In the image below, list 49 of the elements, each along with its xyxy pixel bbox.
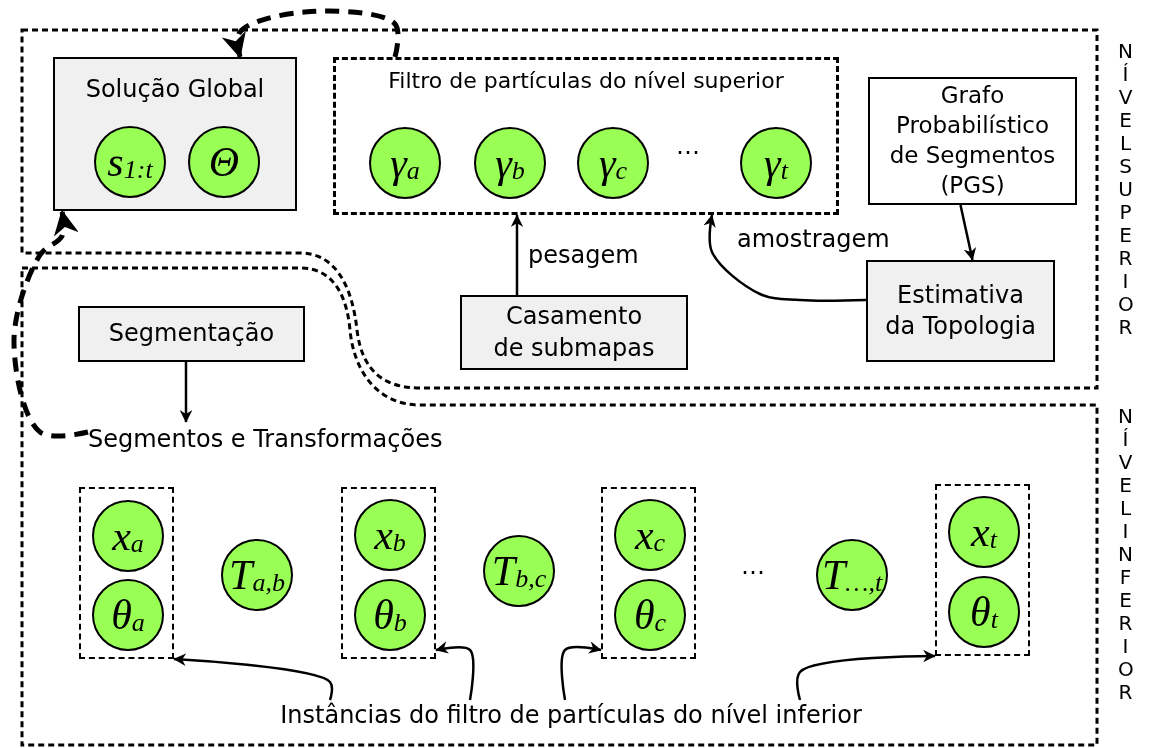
dashed-group-box bbox=[341, 487, 436, 659]
dashed-group-box bbox=[601, 487, 696, 659]
box-label: Estimativa da Topologia bbox=[884, 279, 1037, 342]
variable-circle: s$_{1:t}$ bbox=[94, 126, 166, 198]
process-box bbox=[460, 295, 688, 370]
variable-circle: θ$_{b}$ bbox=[354, 579, 426, 651]
dashed-group-box bbox=[333, 57, 839, 215]
box-label: Grafo Probabilístico de Segmentos (PGS) bbox=[888, 81, 1057, 200]
ellipsis-text: ⋯ bbox=[676, 140, 700, 164]
caption-text: Instâncias do filtro de partículas do nível inferior bbox=[236, 700, 906, 730]
arrow bbox=[435, 641, 475, 701]
process-box bbox=[868, 77, 1077, 205]
ellipsis-text: ⋯ bbox=[741, 560, 765, 584]
vertical-label: NÍVEL INFERIOR bbox=[1118, 405, 1133, 704]
variable-circle: T$_{b,c}$ bbox=[483, 535, 555, 607]
variable-circle: γ$_{t}$ bbox=[740, 127, 812, 199]
variable-circle: Θ bbox=[188, 126, 260, 198]
variable-circle: γ$_{a}$ bbox=[369, 127, 441, 199]
group-title: Filtro de partículas do nível superior bbox=[387, 68, 785, 93]
variable-circle: T$_{…,t}$ bbox=[816, 539, 888, 611]
box-label: Casamento de submapas bbox=[492, 301, 656, 364]
variable-circle: x$_{b}$ bbox=[354, 499, 426, 571]
variable-circle: x$_{a}$ bbox=[92, 500, 164, 572]
solution-panel bbox=[53, 57, 297, 211]
arrow bbox=[510, 214, 524, 295]
variable-circle: x$_{t}$ bbox=[948, 496, 1020, 568]
variable-circle: θ$_{a}$ bbox=[92, 579, 164, 651]
arrow bbox=[11, 209, 89, 439]
variable-circle: θ$_{t}$ bbox=[948, 576, 1020, 648]
process-box bbox=[866, 260, 1055, 362]
arrow bbox=[959, 204, 977, 261]
dashed-group-box bbox=[935, 484, 1030, 656]
variable-circle: x$_{c}$ bbox=[614, 499, 686, 571]
arrow bbox=[221, 8, 401, 59]
variable-circle: θ$_{c}$ bbox=[614, 579, 686, 651]
edge-label: amostragem bbox=[737, 226, 890, 253]
variable-circle: T$_{a,b}$ bbox=[221, 539, 293, 611]
dashed-group-box bbox=[79, 487, 174, 659]
arrow bbox=[179, 362, 193, 423]
variable-circle: γ$_{c}$ bbox=[577, 127, 649, 199]
group-title: Solução Global bbox=[84, 75, 266, 103]
variable-circle: γ$_{b}$ bbox=[474, 127, 546, 199]
vertical-label: NÍVEL SUPERIOR bbox=[1118, 40, 1133, 339]
group-heading: Segmentos e Transformações bbox=[88, 422, 528, 456]
process-box bbox=[78, 306, 305, 362]
arrow bbox=[703, 214, 867, 302]
box-label: Segmentação bbox=[107, 318, 276, 350]
arrow bbox=[560, 641, 602, 701]
arrow bbox=[795, 649, 936, 701]
